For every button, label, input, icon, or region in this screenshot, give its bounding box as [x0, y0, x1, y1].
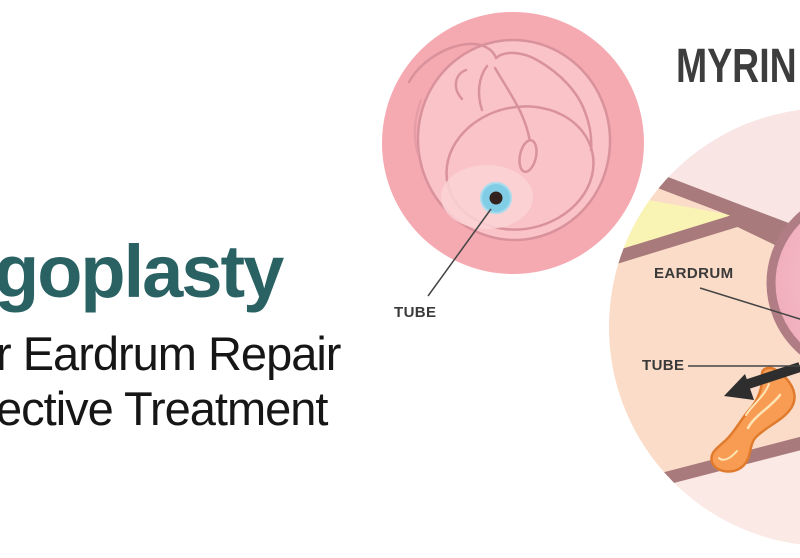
outer-fold-curve: [413, 99, 422, 156]
canal-wall-lower: [609, 213, 797, 270]
tube-label-top: TUBE: [394, 304, 437, 321]
page-title: goplasty: [0, 230, 284, 313]
helix-curve: [407, 42, 498, 84]
drainage-arrow-head-icon: [724, 374, 754, 400]
tube-hole: [489, 191, 503, 205]
canal-wall-upper: [627, 163, 800, 244]
fluid-highlight-2: [745, 383, 770, 416]
fluid-highlight-3: [718, 450, 738, 461]
page-subtitle-line2: ective Treatment: [0, 382, 328, 435]
drainage-arrow-shaft: [746, 362, 800, 389]
inner-helix-curve: [494, 51, 593, 152]
eardrum-shape: [766, 186, 800, 380]
ear-outer-view-illustration: [382, 12, 644, 297]
antihelix-bulb: [518, 139, 538, 173]
tube-leader-line-top: [427, 208, 492, 297]
diagram-title: MYRIN: [676, 40, 797, 93]
fluid-highlight-1: [746, 393, 782, 430]
tube-label-right: TUBE: [642, 357, 685, 374]
eardrum-leader-line: [699, 287, 800, 320]
antihelix-left-curve: [477, 64, 489, 112]
eardrum-label: EARDRUM: [654, 265, 734, 282]
tragus-curve: [454, 68, 468, 101]
page-subtitle-line1: r Eardrum Repair: [0, 327, 341, 380]
